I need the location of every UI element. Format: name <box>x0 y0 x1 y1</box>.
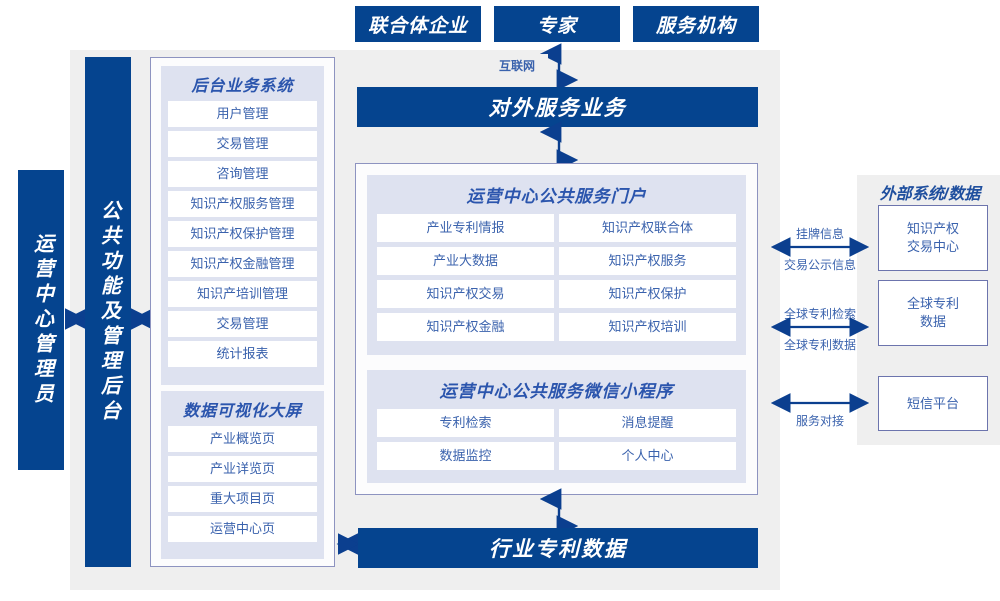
actor-box-expert[interactable]: 专家 <box>494 6 620 42</box>
backend-item-transaction-management[interactable]: 交易管理 <box>168 131 317 157</box>
external-connector-arrow-3-icon <box>770 393 870 413</box>
backend-item-user-management[interactable]: 用户管理 <box>168 101 317 127</box>
card-to-patentdata-arrow-icon <box>539 488 579 537</box>
external-box-ip-trading-center[interactable]: 知识产权 交易中心 <box>878 205 988 271</box>
external-box-sms-platform[interactable]: 短信平台 <box>878 376 988 431</box>
miniprogram-panel-title: 运营中心公共服务微信小程序 <box>439 382 674 401</box>
dataviz-item-major-project[interactable]: 重大项目页 <box>168 486 317 512</box>
portal-item-ip-training[interactable]: 知识产权培训 <box>559 313 736 341</box>
dataviz-item-operation-center[interactable]: 运营中心页 <box>168 516 317 542</box>
dataviz-panel-title: 数据可视化大屏 <box>182 403 302 420</box>
connector-label-transaction-disclosure: 交易公示信息 <box>783 258 856 272</box>
portal-item-ip-finance[interactable]: 知识产权金融 <box>377 313 554 341</box>
portal-item-industry-bigdata[interactable]: 产业大数据 <box>377 247 554 275</box>
portal-item-ip-transaction[interactable]: 知识产权交易 <box>377 280 554 308</box>
actor-box-alliance-enterprise[interactable]: 联合体企业 <box>355 6 481 42</box>
backend-to-modules-arrow-icon <box>130 308 154 330</box>
miniprogram-item-data-monitor[interactable]: 数据监控 <box>377 442 554 470</box>
backend-item-consultation-management[interactable]: 咨询管理 <box>168 161 317 187</box>
wechat-miniprogram-panel: 运营中心公共服务微信小程序 专利检索 消息提醒 数据监控 个人中心 <box>367 370 746 483</box>
industry-patent-data-bar[interactable]: 行业专利数据 <box>358 528 758 568</box>
backend-item-ip-training-management[interactable]: 知识产培训管理 <box>168 281 317 307</box>
external-connector-arrow-2-icon <box>770 317 870 337</box>
backend-panel-title: 后台业务系统 <box>191 78 294 95</box>
portal-panel-title: 运营中心公共服务门户 <box>466 187 647 206</box>
left-bar-operation-center-admin[interactable]: 运营中心管理员 <box>18 170 64 470</box>
service-to-portal-arrow-icon <box>539 121 579 171</box>
connector-label-global-patent-data: 全球专利数据 <box>783 338 856 352</box>
dataviz-item-industry-overview[interactable]: 产业概览页 <box>168 426 317 452</box>
modules-to-patentdata-arrow-icon <box>336 533 360 555</box>
backend-business-system-panel: 后台业务系统 用户管理 交易管理 咨询管理 知识产权服务管理 知识产权保护管理 … <box>161 66 324 385</box>
internet-label: 互联网 <box>486 54 548 76</box>
public-service-portal-panel: 运营中心公共服务门户 产业专利情报 知识产权联合体 产业大数据 知识产权服务 知… <box>367 175 746 355</box>
data-visualization-panel: 数据可视化大屏 产业概览页 产业详览页 重大项目页 运营中心页 <box>161 391 324 559</box>
external-service-business-bar[interactable]: 对外服务业务 <box>357 87 758 127</box>
dataviz-item-industry-detail[interactable]: 产业详览页 <box>168 456 317 482</box>
actor-box-service-agency[interactable]: 服务机构 <box>633 6 759 42</box>
miniprogram-item-patent-search[interactable]: 专利检索 <box>377 409 554 437</box>
left-bar-public-function-backend[interactable]: 公共功能及管理后台 <box>85 57 131 567</box>
external-box-global-patent-data[interactable]: 全球专利 数据 <box>878 280 988 346</box>
backend-item-statistics-report[interactable]: 统计报表 <box>168 341 317 367</box>
miniprogram-item-message-alert[interactable]: 消息提醒 <box>559 409 736 437</box>
backend-item-ip-service-management[interactable]: 知识产权服务管理 <box>168 191 317 217</box>
portal-item-ip-alliance[interactable]: 知识产权联合体 <box>559 214 736 242</box>
portal-item-ip-service[interactable]: 知识产权服务 <box>559 247 736 275</box>
external-connector-arrow-1-icon <box>770 237 870 257</box>
backend-item-ip-protection-management[interactable]: 知识产权保护管理 <box>168 221 317 247</box>
backend-item-transaction-management-2[interactable]: 交易管理 <box>168 311 317 337</box>
backend-item-ip-finance-management[interactable]: 知识产权金融管理 <box>168 251 317 277</box>
portal-item-ip-protection[interactable]: 知识产权保护 <box>559 280 736 308</box>
connector-label-service-docking: 服务对接 <box>795 414 844 428</box>
internet-arrow-icon <box>539 43 579 91</box>
portal-item-industry-patent-intel[interactable]: 产业专利情报 <box>377 214 554 242</box>
admin-to-backend-arrow-icon <box>64 308 88 330</box>
external-panel-title: 外部系统/数据 <box>879 186 981 203</box>
miniprogram-item-personal-center[interactable]: 个人中心 <box>559 442 736 470</box>
